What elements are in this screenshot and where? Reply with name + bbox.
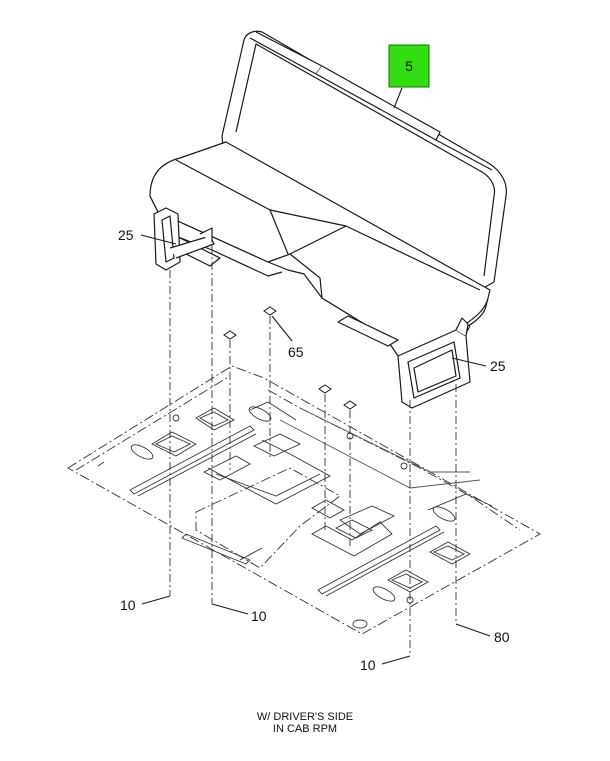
callout-bolt-front[interactable]: 10 (360, 657, 376, 673)
callout-fastener[interactable]: 65 (288, 344, 304, 360)
bench-seat[interactable] (149, 30, 507, 359)
caption-line-1: W/ DRIVER'S SIDE (256, 711, 354, 723)
callout-bolt-left[interactable]: 10 (120, 597, 136, 613)
callout-riser-right[interactable]: 25 (490, 358, 506, 374)
caption-line-2: IN CAB RPM (272, 723, 338, 735)
callout-floor[interactable]: 80 (494, 629, 510, 645)
floor-pan[interactable] (67, 365, 541, 635)
highlight-box[interactable] (388, 44, 430, 88)
diagram-caption: W/ DRIVER'S SIDE IN CAB RPM (205, 711, 405, 735)
alignment-lines (169, 246, 457, 656)
fastener-washers[interactable] (223, 306, 357, 410)
callout-seat[interactable]: 5 (405, 58, 413, 74)
seat-riser-left[interactable] (153, 207, 215, 271)
seat-riser-right[interactable] (397, 317, 471, 409)
callout-bolt-mid[interactable]: 10 (251, 608, 267, 624)
callout-riser-left[interactable]: 25 (118, 227, 134, 243)
leader-lines (140, 87, 491, 665)
